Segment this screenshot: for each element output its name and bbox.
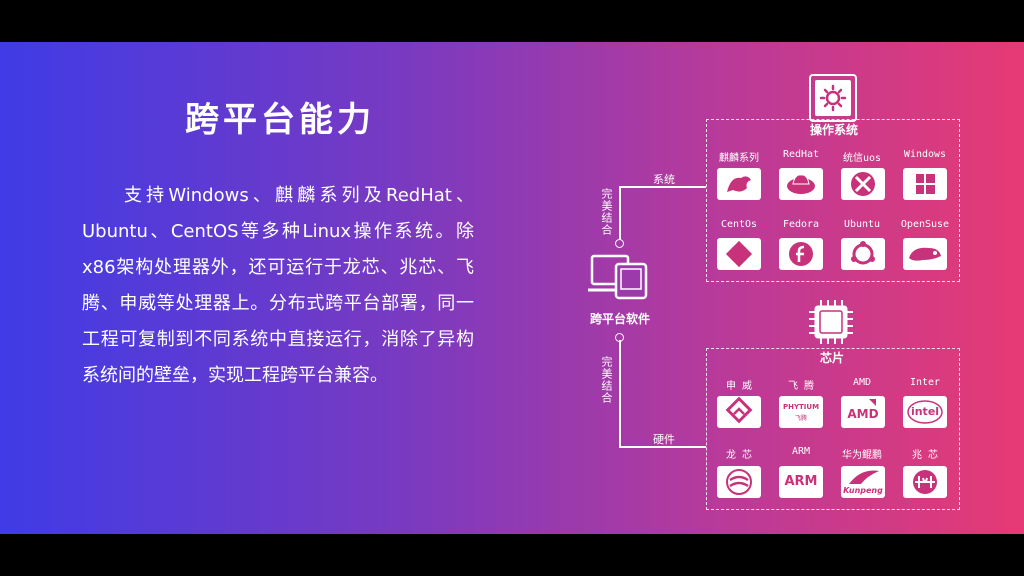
connector-bottom-horizontal xyxy=(619,446,706,448)
arm-logo-text: ARM xyxy=(784,474,818,489)
description-paragraph: 支持Windows、麒麟系列及RedHat、Ubuntu、CentOS等多种Li… xyxy=(82,185,474,386)
chip-label-kunpeng: 华为鲲鹏 xyxy=(842,450,882,461)
fedora-logo-icon xyxy=(779,238,823,270)
connector-top-vertical xyxy=(619,186,621,240)
center-label: 跨平台软件 xyxy=(589,312,650,326)
connector-bottom-dot xyxy=(615,333,624,342)
os-label-kylin: 麒麟系列 xyxy=(719,153,759,164)
os-label-uos: 统信uos xyxy=(842,153,882,164)
os-settings-icon xyxy=(809,74,857,122)
os-box xyxy=(706,119,960,282)
connector-top-horizontal xyxy=(619,186,706,188)
loongson-logo-icon xyxy=(717,466,761,498)
phytium-logo-icon: PHYTIUM 飞腾 xyxy=(779,396,823,428)
kunpeng-logo-icon: Kunpeng xyxy=(841,466,885,498)
chip-label-zhaoxin: 兆 芯 xyxy=(911,450,939,461)
chip-label-phytium: 飞 腾 xyxy=(787,381,815,392)
os-label-redhat: RedHat xyxy=(782,149,820,160)
os-label-windows: Windows xyxy=(903,149,947,160)
connector-bottom-vertical xyxy=(619,340,621,446)
chip-label-sunway: 申 威 xyxy=(725,381,753,392)
os-label-opensuse: OpenSuse xyxy=(900,219,950,230)
os-header: 操作系统 xyxy=(809,123,858,137)
amd-logo-text: AMD xyxy=(847,407,879,421)
system-link-label: 系统 xyxy=(653,173,675,186)
chip-label-intel: Inter xyxy=(909,377,941,388)
phytium-logo-text: PHYTIUM xyxy=(782,403,820,411)
slide-background xyxy=(0,42,1024,534)
sunway-logo-icon xyxy=(717,396,761,428)
intel-logo-icon: intel xyxy=(903,396,947,428)
zhaoxin-logo-icon xyxy=(903,466,947,498)
windows-logo-icon xyxy=(903,168,947,200)
chip-header: 芯片 xyxy=(819,351,844,365)
software-devices-icon xyxy=(586,252,656,302)
amd-logo-icon: AMD xyxy=(841,396,885,428)
centos-logo-icon xyxy=(717,238,761,270)
page-title: 跨平台能力 xyxy=(185,100,375,140)
chip-label-amd: AMD xyxy=(852,377,872,388)
chip-label-arm: ARM xyxy=(791,446,811,457)
intel-logo-text: intel xyxy=(910,405,940,418)
chip-label-loongson: 龙 芯 xyxy=(725,450,753,461)
uos-logo-icon xyxy=(841,168,885,200)
perfect-combo-bottom: 完美结合 xyxy=(600,356,613,404)
hardware-link-label: 硬件 xyxy=(653,433,675,446)
os-label-fedora: Fedora xyxy=(782,219,820,230)
perfect-combo-top: 完美结合 xyxy=(600,188,613,236)
os-label-ubuntu: Ubuntu xyxy=(843,219,881,230)
kylin-logo-icon xyxy=(717,168,761,200)
chip-icon xyxy=(806,300,856,346)
phytium-logo-cn: 飞腾 xyxy=(794,415,807,422)
arm-logo-icon: ARM xyxy=(779,466,823,498)
chip-box xyxy=(706,348,960,510)
ubuntu-logo-icon xyxy=(841,238,885,270)
connector-top-dot xyxy=(615,239,624,248)
opensuse-logo-icon xyxy=(903,238,947,270)
redhat-logo-icon xyxy=(779,168,823,200)
os-label-centos: CentOs xyxy=(720,219,758,230)
kunpeng-logo-text: Kunpeng xyxy=(843,486,883,495)
